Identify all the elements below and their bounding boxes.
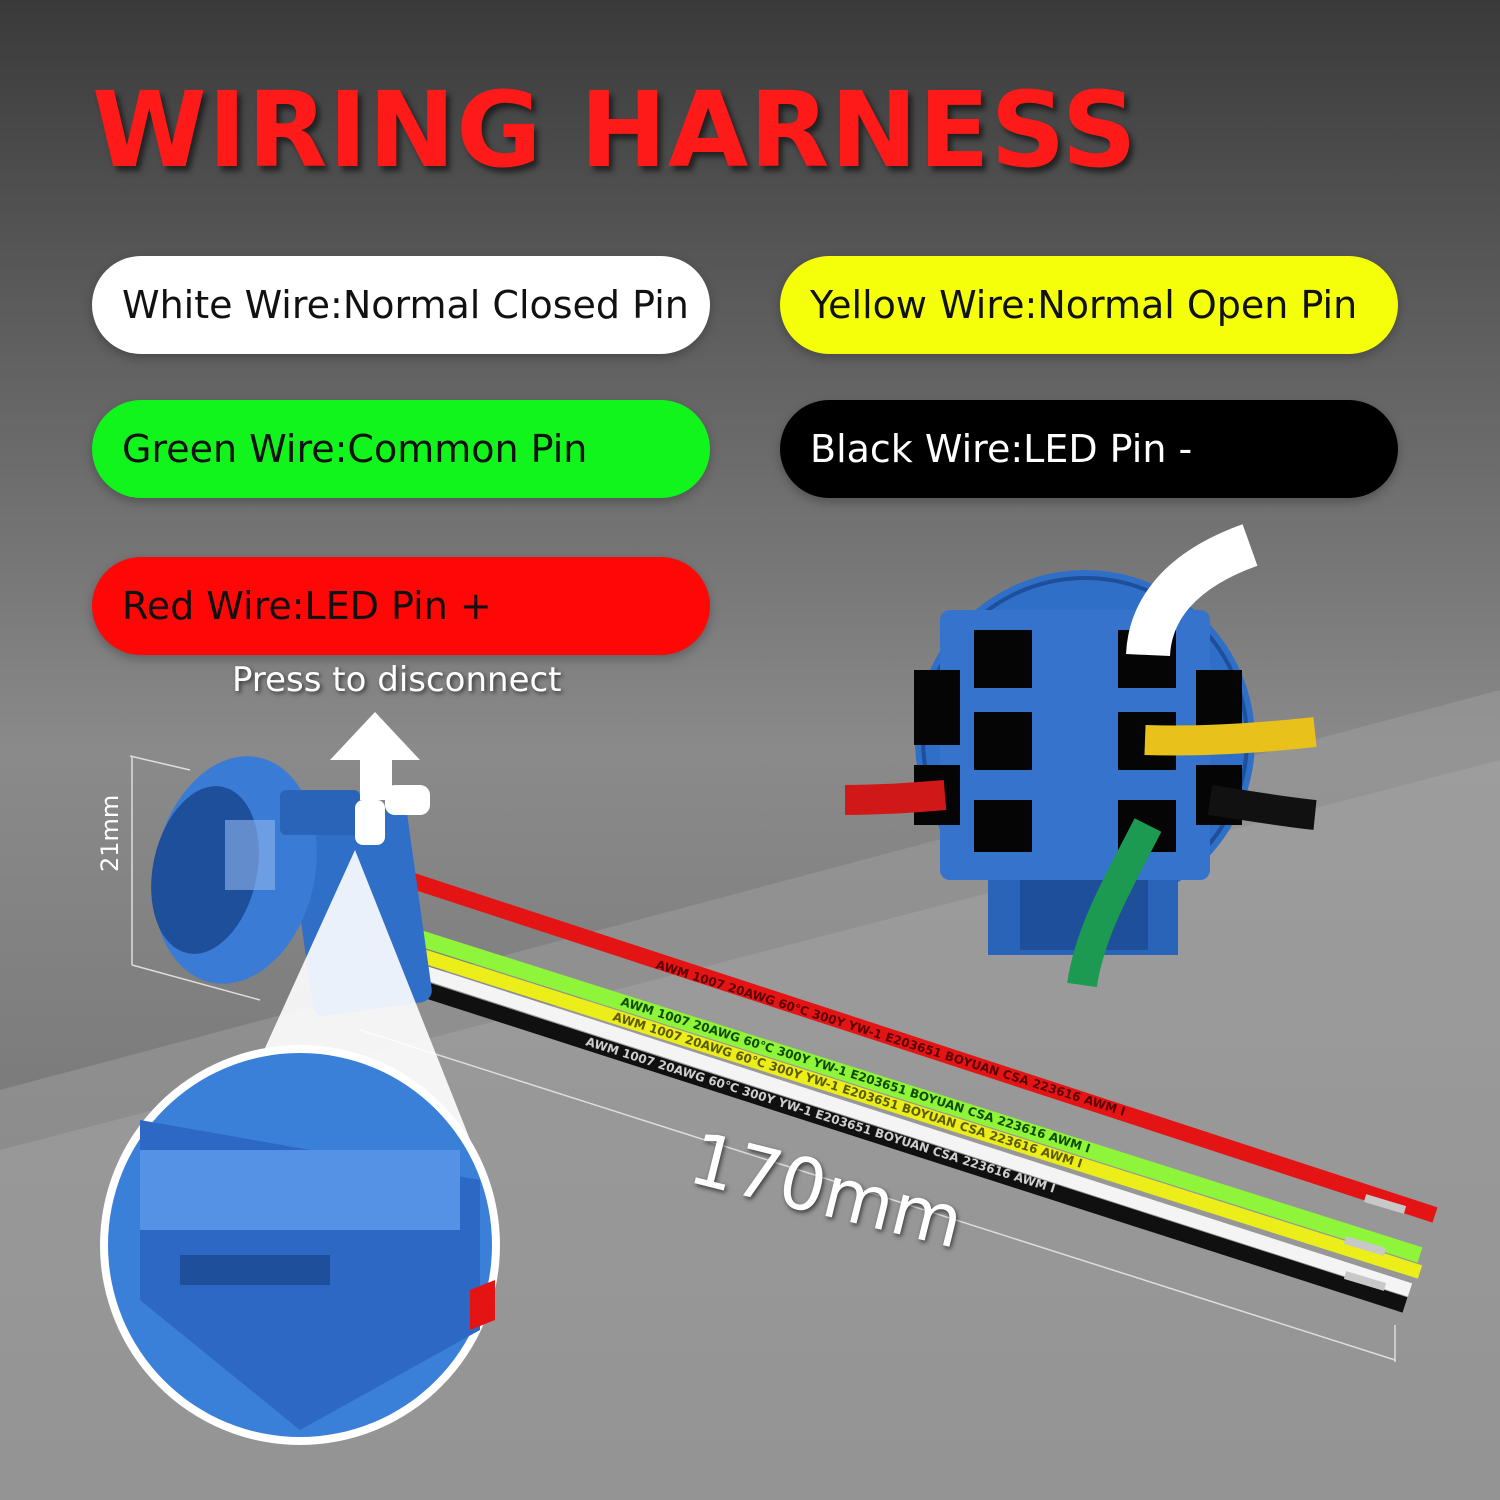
- legend-white-label: White Wire:Normal Closed Pin: [122, 283, 689, 327]
- legend-yellow-wire: Yellow Wire:Normal Open Pin: [780, 256, 1398, 354]
- diameter-annotation: 21mm: [96, 794, 124, 872]
- hand-pointer-icon: [330, 712, 430, 845]
- legend-red-label: Red Wire:LED Pin +: [122, 584, 492, 628]
- legend-green-label: Green Wire:Common Pin: [122, 427, 588, 471]
- legend-black-label: Black Wire:LED Pin -: [810, 427, 1193, 471]
- page-title: WIRING HARNESS: [92, 69, 1138, 191]
- legend-white-wire: White Wire:Normal Closed Pin: [92, 256, 710, 354]
- legend-green-wire: Green Wire:Common Pin: [92, 400, 710, 498]
- press-annotation: Press to disconnect: [232, 660, 562, 700]
- legend-red-wire: Red Wire:LED Pin +: [92, 557, 710, 655]
- legend-yellow-label: Yellow Wire:Normal Open Pin: [810, 283, 1358, 327]
- legend-black-wire: Black Wire:LED Pin -: [780, 400, 1398, 498]
- yellow-wire-print: AWM 1007 20AWG 60℃ 300Y YW-1 E203651 BOY…: [611, 1010, 1084, 1171]
